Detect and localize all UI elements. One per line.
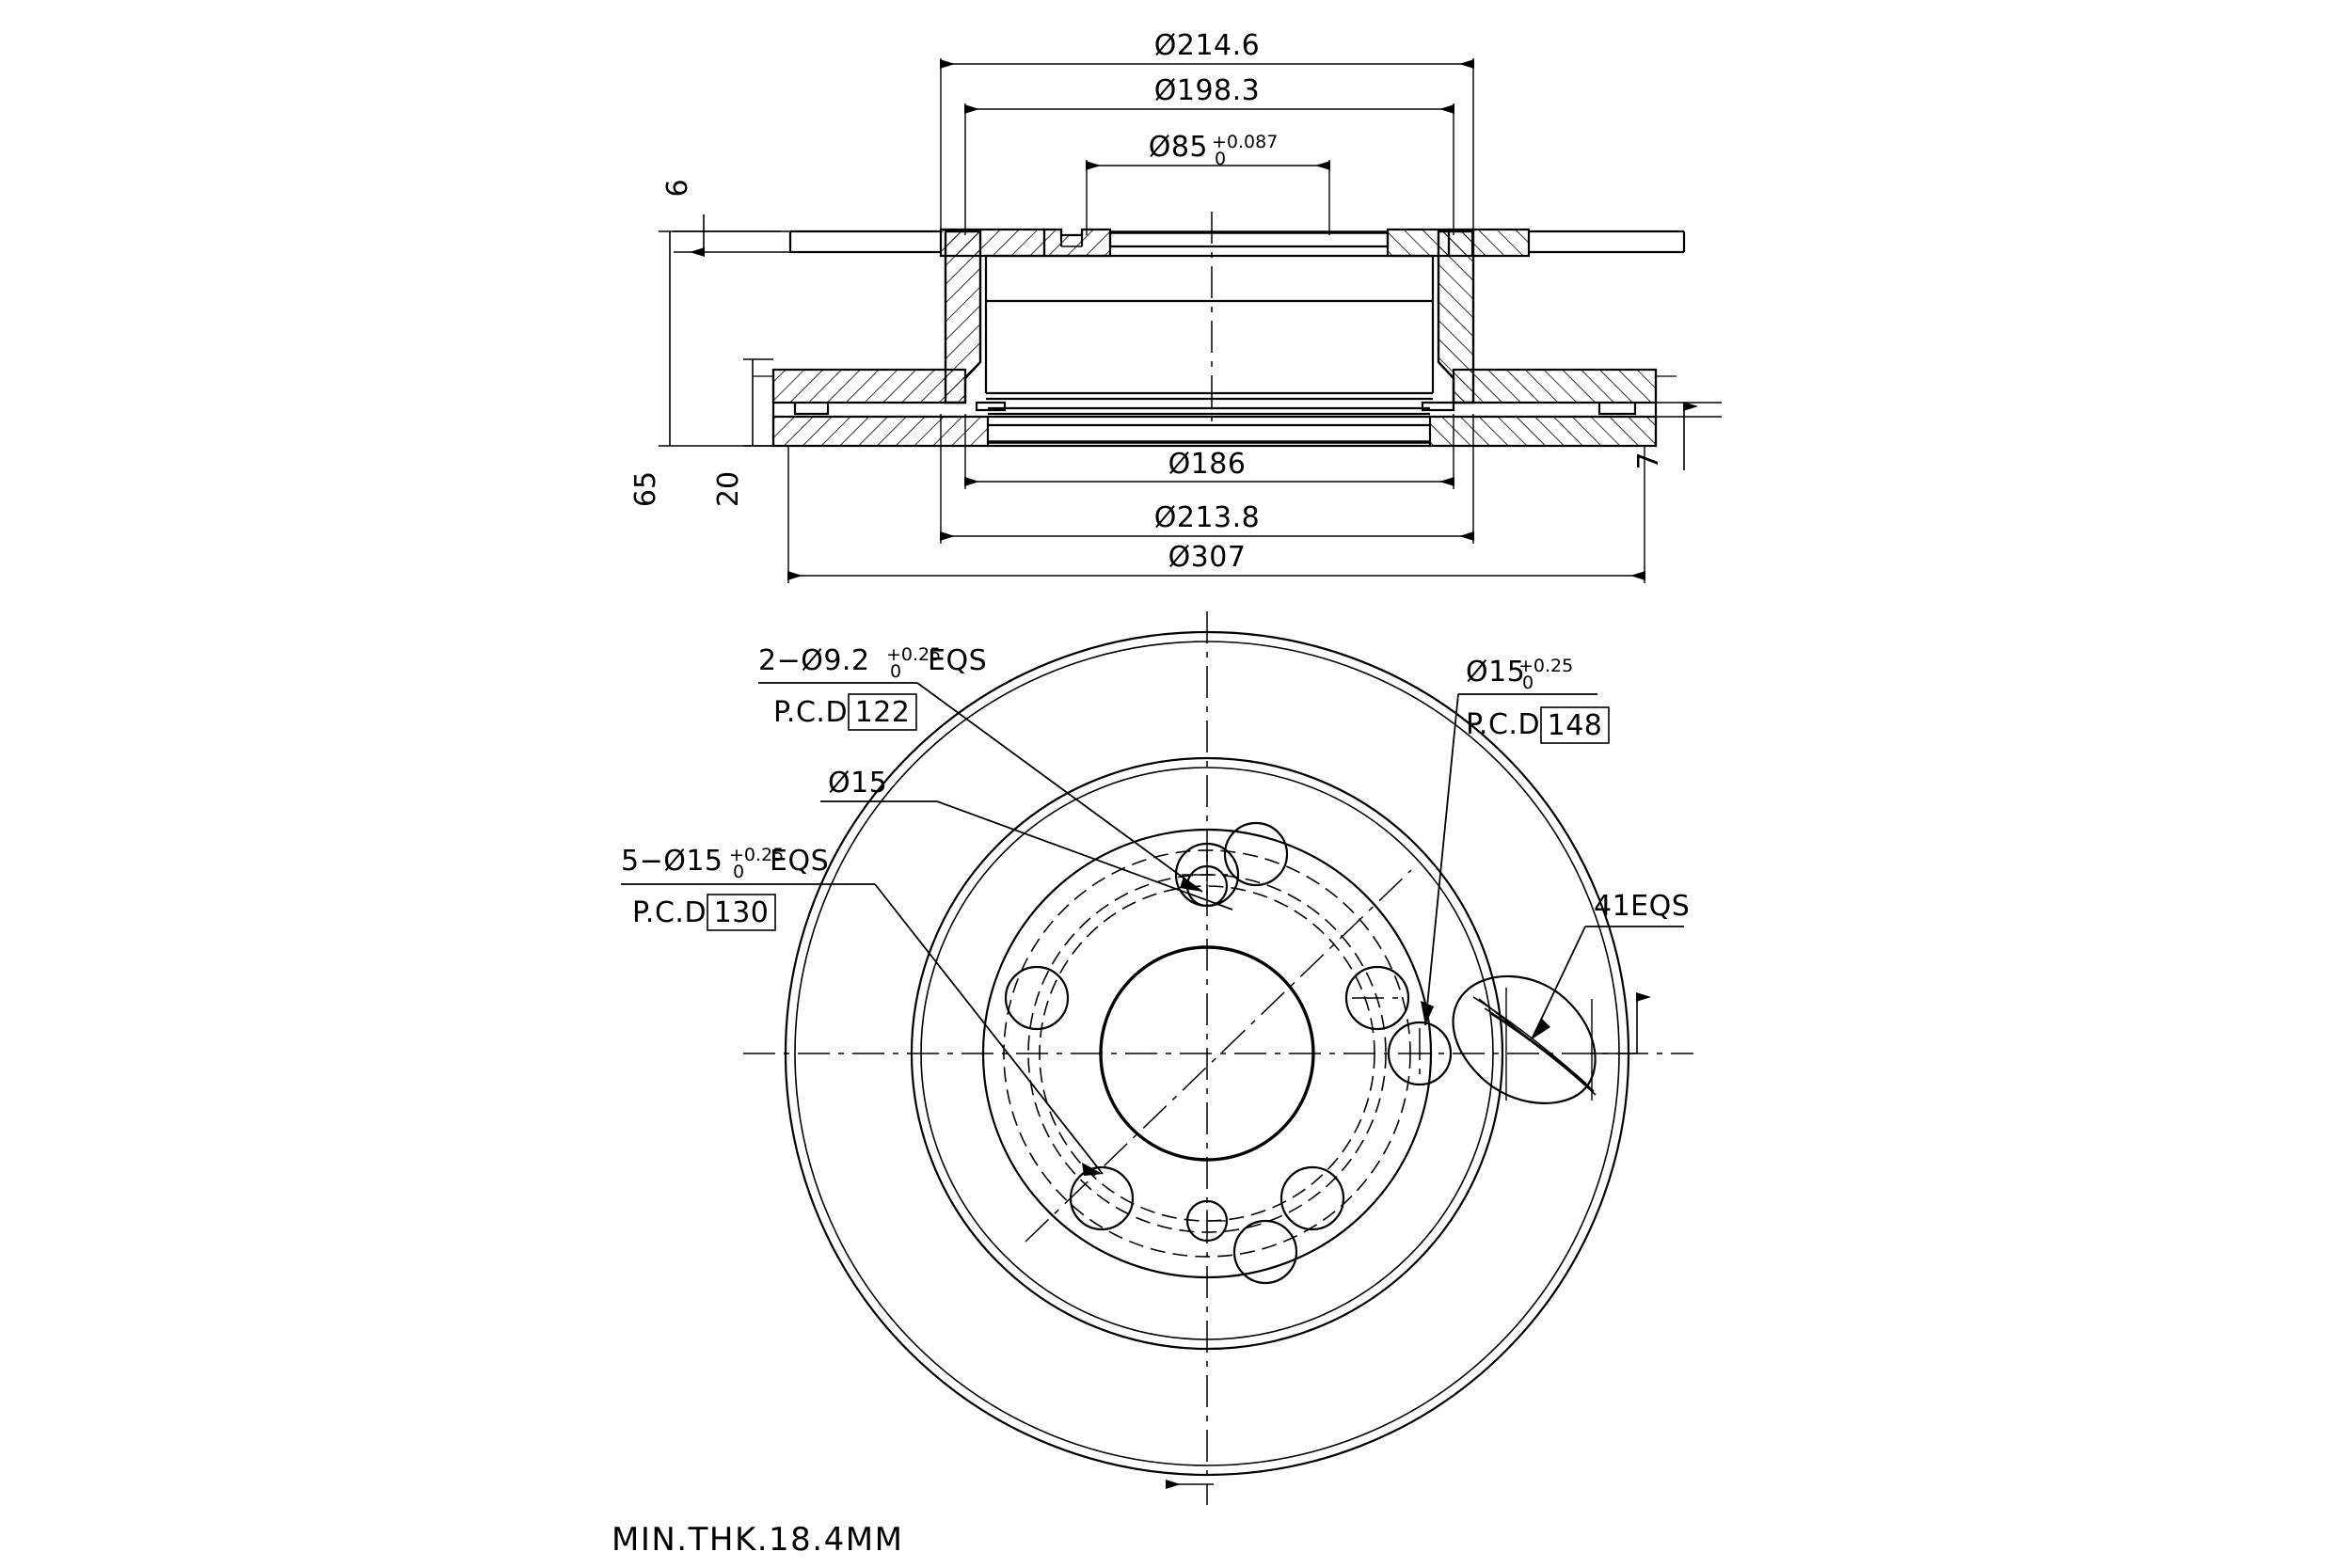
callout-tol-lower-9-2: 0 — [890, 661, 901, 682]
cross-section-view: Ø214.6 Ø198.3 Ø85 +0.087 0 Ø186 — [629, 29, 1722, 583]
callout-tol-lower-5-15: 0 — [733, 862, 744, 882]
dim-label-307: Ø307 — [1168, 541, 1247, 574]
dim-307: Ø307 — [787, 446, 1645, 583]
min-thickness-note: MIN.THK.18.4MM — [612, 1521, 903, 1559]
friction-plate-lower-left — [771, 415, 990, 448]
dim-65: 65 — [629, 230, 788, 507]
dim-214-6: Ø214.6 — [940, 29, 1474, 235]
friction-ring-inner-diameter — [910, 756, 1504, 1351]
callout-label-15-148: Ø15 — [1466, 656, 1525, 689]
dim-20: 20 — [712, 358, 773, 507]
dim-label-65: 65 — [629, 471, 662, 507]
section-hub-bell — [944, 230, 1475, 404]
friction-plate-upper-left — [771, 368, 967, 404]
dim-label-213-8: Ø213.8 — [1154, 501, 1261, 534]
dim-tol-lower-85: 0 — [1215, 149, 1226, 169]
callout-pcd-box-9-2 — [848, 693, 917, 731]
dim-198-3: Ø198.3 — [964, 74, 1454, 235]
callout-5-15: 5−Ø15 +0.25 0 EQS P.C.D 130 — [621, 845, 1104, 1176]
callout-suffix-9-2: EQS — [928, 644, 987, 677]
callout-label-41eqs: 41EQS — [1594, 890, 1690, 923]
callout-suffix-5-15: EQS — [770, 845, 829, 878]
dim-213-8: Ø213.8 — [940, 414, 1474, 544]
dim-label-7: 7 — [1632, 451, 1665, 469]
hub-bell-outer-circle — [981, 828, 1433, 1279]
callout-15-plain: Ø15 — [820, 767, 1233, 911]
dim-label-198-3: Ø198.3 — [1154, 74, 1261, 107]
dim-7: 7 — [1632, 402, 1722, 470]
section-hub-top — [1108, 230, 1390, 248]
callout-15-148: Ø15 +0.25 0 P.C.D 148 — [1421, 656, 1610, 1026]
dim-186: Ø186 — [964, 414, 1454, 489]
callout-tol-lower-15-148: 0 — [1522, 673, 1534, 693]
callout-pcd-box-5-15 — [707, 894, 776, 931]
callout-tol-upper-15-148: +0.25 — [1518, 656, 1573, 676]
dim-label-85: Ø85 — [1149, 131, 1208, 164]
callout-tol-upper-9-2: +0.25 — [886, 644, 941, 665]
callout-label-9-2: 2−Ø9.2 — [758, 644, 870, 677]
friction-plate-lower-right — [1428, 415, 1658, 448]
callout-pcd-label-15-148: P.C.D — [1466, 708, 1540, 741]
callout-pcd-value-15-148: 148 — [1548, 709, 1603, 742]
callout-pcd-value-9-2: 122 — [855, 696, 911, 729]
section-friction-ring — [771, 368, 1658, 448]
face-view: 2−Ø9.2 +0.25 0 EQS P.C.D 122 Ø15 +0.25 0… — [621, 611, 1693, 1505]
vent-vane-detail — [1452, 974, 1651, 1104]
callout-pcd-value-5-15: 130 — [714, 896, 770, 929]
callout-pcd-box-15-148 — [1540, 706, 1610, 744]
bolt-holes-pcd148 — [1223, 821, 1453, 1285]
dim-label-6: 6 — [661, 179, 694, 197]
friction-plate-upper-right — [1452, 368, 1658, 404]
dim-label-186: Ø186 — [1168, 448, 1247, 481]
dim-label-20: 20 — [712, 471, 745, 507]
friction-ring-inner-chamfer — [920, 767, 1494, 1340]
callout-label-15-plain: Ø15 — [828, 767, 887, 800]
callout-tol-upper-5-15: +0.25 — [729, 845, 784, 865]
dim-label-214-6: Ø214.6 — [1154, 29, 1261, 62]
center-bore — [1099, 945, 1315, 1162]
dim-tol-upper-85: +0.087 — [1212, 132, 1278, 152]
section-left-plate — [788, 230, 941, 254]
dim-85: Ø85 +0.087 0 — [1086, 131, 1330, 235]
callout-label-5-15: 5−Ø15 — [621, 845, 723, 878]
section-right-plate — [1529, 230, 1686, 254]
callout-41eqs: 41EQS — [1531, 890, 1690, 1040]
callout-9-2: 2−Ø9.2 +0.25 0 EQS P.C.D 122 — [758, 644, 1203, 893]
section-outer-rim — [753, 370, 1677, 446]
callout-pcd-label-9-2: P.C.D — [773, 696, 848, 729]
callout-pcd-label-5-15: P.C.D — [632, 896, 707, 929]
dim-6: 6 — [661, 179, 941, 257]
face-centerline-diagonal — [1025, 869, 1412, 1243]
